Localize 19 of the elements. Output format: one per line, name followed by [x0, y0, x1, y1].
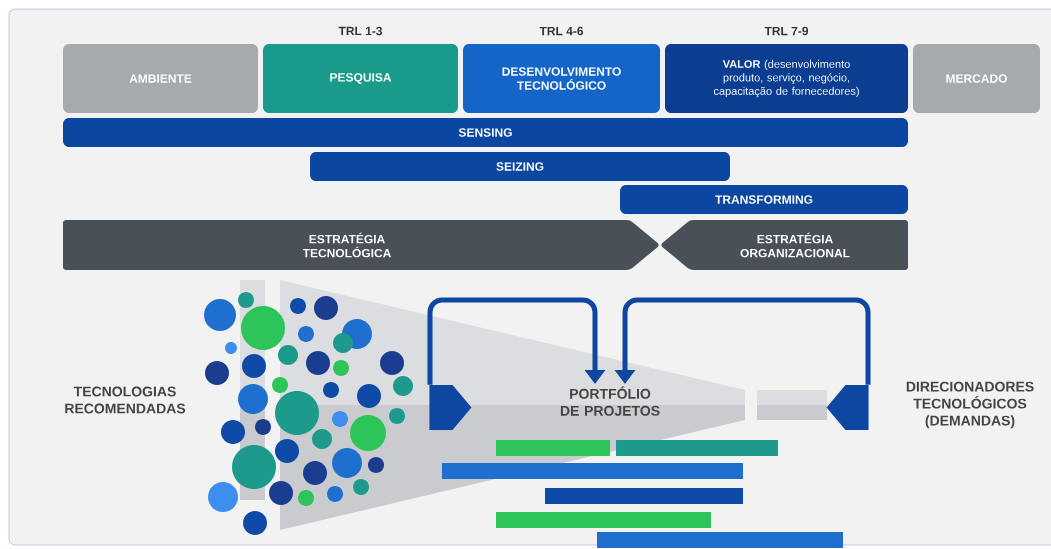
label-box: SEIZING — [310, 152, 730, 181]
text-label: TECNOLOGIAS RECOMENDADAS — [65, 386, 186, 414]
pentagon-marker — [429, 385, 472, 430]
trl-label: TRL 4-6 — [539, 26, 584, 36]
label-box: TRANSFORMING — [620, 185, 908, 214]
pentagon-marker — [826, 385, 869, 430]
strategy-banner: ESTRATÉGIA TECNOLÓGICA — [63, 220, 659, 270]
trl-label: TRL 7-9 — [764, 26, 809, 36]
label-box: AMBIENTE — [63, 44, 258, 113]
label-box: PESQUISA — [263, 44, 458, 113]
text-label: DIRECIONADORES TECNOLÓGICOS (DEMANDAS) — [906, 381, 1034, 429]
label-box: MERCADO — [913, 44, 1040, 113]
strategy-banner: ESTRATÉGIA ORGANIZACIONAL — [661, 220, 908, 270]
trl-label: TRL 1-3 — [338, 26, 383, 36]
label-box: DESENVOLVIMENTO TECNOLÓGICO — [463, 44, 660, 113]
label-box: VALOR (desenvolvimento produto, serviço, negócio, capacitação de fornecedores) — [665, 44, 908, 113]
label-box: SENSING — [63, 118, 908, 147]
arrow — [427, 297, 606, 385]
text-label: PORTFÓLIO DE PROJETOS — [560, 386, 660, 416]
